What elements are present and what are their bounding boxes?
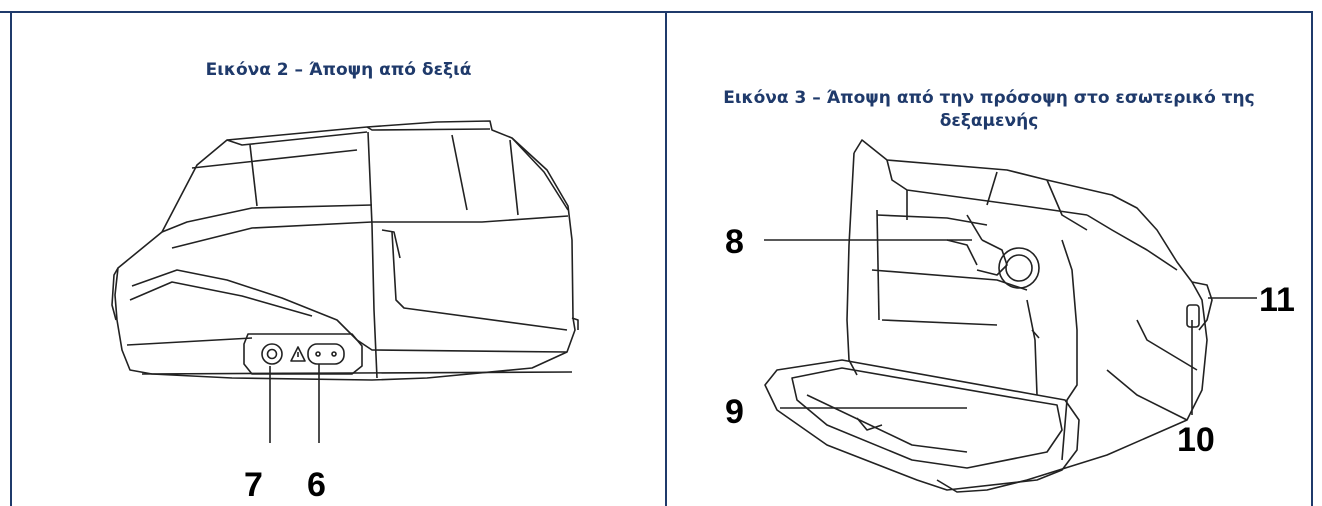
device-front-reservoir-drawing: 8 9 10 11 <box>725 139 1295 493</box>
figure-2-caption: Εικόνα 2 – Άποψη από δεξιά <box>205 60 472 80</box>
callout-6: 6 <box>307 466 326 504</box>
figure-3-caption: Εικόνα 3 – Άποψη από την πρόσοψη στο εσω… <box>667 87 1311 133</box>
left-border <box>10 11 12 506</box>
right-border <box>1311 11 1313 506</box>
device-right-view-drawing: 7 6 <box>111 120 579 504</box>
device-front-reservoir-figure: 8 9 10 11 <box>667 0 1311 506</box>
figure-3-caption-line2: δεξαμενής <box>939 111 1039 131</box>
device-right-view-figure: 7 6 <box>12 0 665 506</box>
callout-7: 7 <box>244 466 263 504</box>
figure-3-caption-line1: Εικόνα 3 – Άποψη από την πρόσοψη στο εσω… <box>723 88 1255 108</box>
callout-9: 9 <box>725 393 744 431</box>
top-border <box>0 11 1313 13</box>
callout-11: 11 <box>1259 281 1295 319</box>
callout-8: 8 <box>725 223 744 261</box>
center-divider <box>665 11 667 506</box>
callout-10: 10 <box>1177 421 1215 459</box>
